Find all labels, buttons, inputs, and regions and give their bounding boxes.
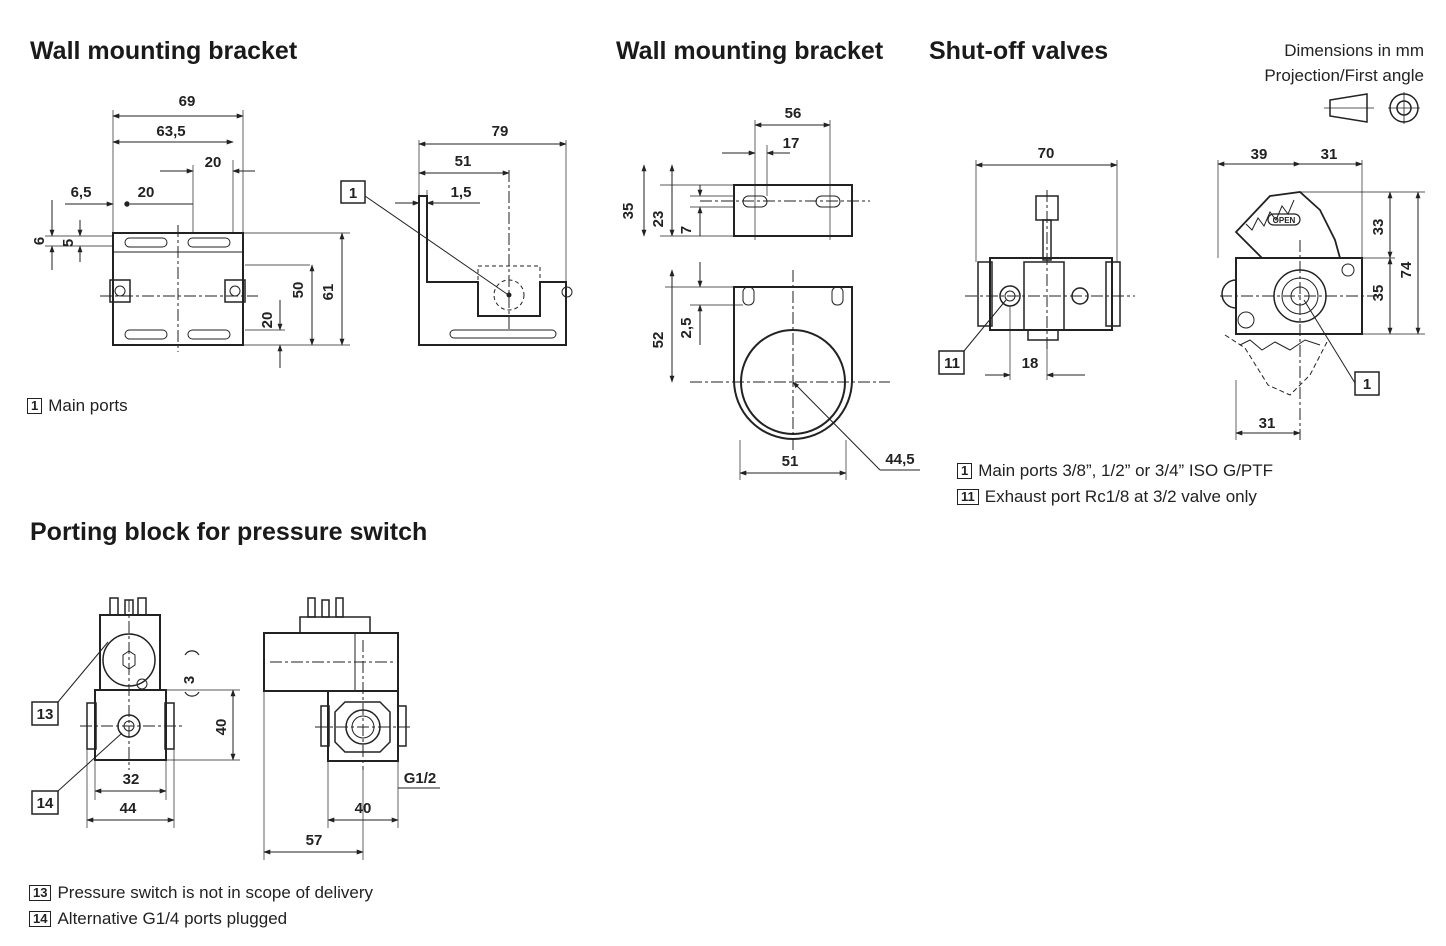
dim-label: 32 xyxy=(123,771,140,788)
dim-label: 20 xyxy=(259,312,276,329)
note-exhaust-port: 11 Exhaust port Rc1/8 at 3/2 valve only xyxy=(957,487,1257,507)
note-text: Exhaust port Rc1/8 at 3/2 valve only xyxy=(984,487,1257,506)
dim-label: 3 xyxy=(181,676,198,684)
dim-label: 63,5 xyxy=(156,123,185,140)
dim-label: 70 xyxy=(1038,145,1055,162)
dim-label: 50 xyxy=(290,282,307,299)
dim-label: 23 xyxy=(650,211,667,228)
note-text: Main ports xyxy=(48,396,128,415)
dim-label: 35 xyxy=(1370,285,1387,302)
dim-label: 20 xyxy=(138,184,155,201)
heading-porting-block: Porting block for pressure switch xyxy=(30,518,428,546)
note-tag: 1 xyxy=(27,398,43,414)
dim-label: 61 xyxy=(320,284,337,301)
dim-label: 31 xyxy=(1321,146,1338,163)
dim-label: 1,5 xyxy=(451,184,472,201)
dim-label: 51 xyxy=(782,453,799,470)
wall-bracket-side-view: 79 51 1,5 1 xyxy=(340,123,573,346)
dim-label: 18 xyxy=(1022,355,1039,372)
note-alternative-ports: 14 Alternative G1/4 ports plugged xyxy=(29,909,287,929)
note-switch-scope: 13 Pressure switch is not in scope of de… xyxy=(29,883,373,903)
note-tag: 14 xyxy=(29,911,52,927)
dim-label: 44,5 xyxy=(885,451,914,468)
note-text: Alternative G1/4 ports plugged xyxy=(57,909,288,928)
shutoff-valve-side-view: OPEN 39 xyxy=(1217,146,1425,440)
dim-label: 79 xyxy=(492,123,509,140)
note-tag: 1 xyxy=(957,463,973,479)
porting-block-front-view: 32 44 40 3 13 14 xyxy=(31,597,240,828)
dim-label: 40 xyxy=(213,719,230,736)
dim-label: 69 xyxy=(179,93,196,110)
dim-label: 57 xyxy=(306,832,323,849)
dim-label: 7 xyxy=(678,226,695,234)
dim-label: 17 xyxy=(783,135,800,152)
heading-shut-off-valves: Shut-off valves xyxy=(929,37,1109,65)
dim-label: 51 xyxy=(455,153,472,170)
note-tag: 13 xyxy=(29,885,52,901)
note-text: Main ports 3/8”, 1/2” or 3/4” ISO G/PTF xyxy=(978,461,1273,480)
dim-label: 6 xyxy=(31,237,48,245)
wall-bracket-ring: 56 17 35 23 7 52 2,5 51 44,5 xyxy=(620,105,920,480)
note-main-ports: 1 Main ports xyxy=(27,396,128,416)
porting-block-side-view: 40 57 G1/2 xyxy=(263,597,440,860)
dim-label: 2,5 xyxy=(678,318,695,339)
wall-bracket-front-view: 69 63,5 20 6,5 20 6 5 50 61 20 xyxy=(31,93,350,368)
dim-label: 35 xyxy=(620,203,637,220)
heading-wall-mounting-bracket: Wall mounting bracket xyxy=(30,37,298,65)
dim-label: 74 xyxy=(1398,261,1415,278)
callout-14: 14 xyxy=(37,795,54,812)
dim-label: 6,5 xyxy=(71,184,92,201)
callout-1: 1 xyxy=(349,185,357,202)
dim-label: 52 xyxy=(650,332,667,349)
projection-info: Dimensions in mm Projection/First angle xyxy=(1264,38,1424,88)
callout-13: 13 xyxy=(37,706,54,723)
callout-11: 11 xyxy=(944,355,960,372)
first-angle-projection-icon xyxy=(1324,92,1420,124)
dim-label: 40 xyxy=(355,800,372,817)
shutoff-valve-front-view: 70 18 11 xyxy=(938,145,1135,380)
dim-label: 33 xyxy=(1370,219,1387,236)
note-shutoff-main-ports: 1 Main ports 3/8”, 1/2” or 3/4” ISO G/PT… xyxy=(957,461,1273,481)
dim-label: 39 xyxy=(1251,146,1268,163)
dim-label: 56 xyxy=(785,105,802,122)
heading-wall-mounting-bracket-2: Wall mounting bracket xyxy=(616,37,884,65)
dim-label: 44 xyxy=(120,800,137,817)
projection-method: Projection/First angle xyxy=(1264,66,1424,85)
open-label: OPEN xyxy=(1273,216,1296,225)
dim-label: 20 xyxy=(205,154,222,171)
dim-label: 31 xyxy=(1259,415,1276,432)
note-text: Pressure switch is not in scope of deliv… xyxy=(57,883,374,902)
note-tag: 11 xyxy=(957,489,979,505)
dim-label: 5 xyxy=(60,239,77,247)
callout-1: 1 xyxy=(1363,376,1371,393)
port-label: G1/2 xyxy=(404,770,437,787)
dimensions-unit: Dimensions in mm xyxy=(1284,41,1424,60)
